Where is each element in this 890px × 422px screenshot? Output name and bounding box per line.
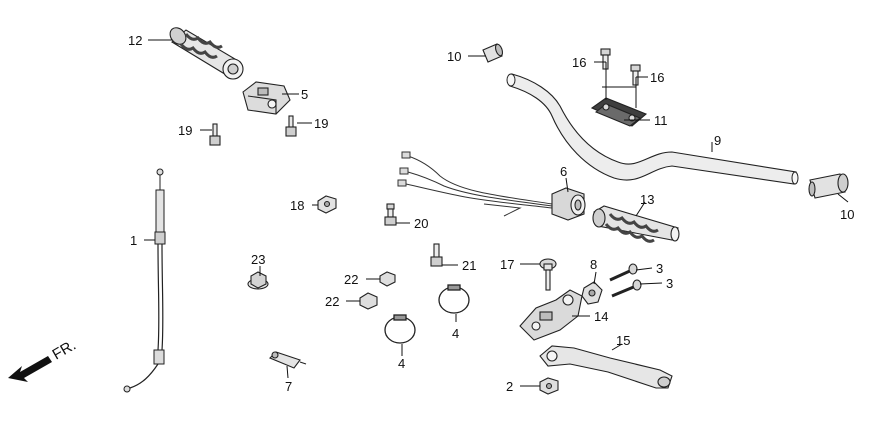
label-part-15: 15 bbox=[616, 333, 630, 348]
label-part-14: 14 bbox=[594, 309, 608, 324]
label-part-18: 18 bbox=[290, 198, 304, 213]
label-part-16-right: 16 bbox=[650, 70, 664, 85]
part-7-clutch-switch bbox=[269, 351, 307, 369]
part-3-screw-lower bbox=[611, 279, 642, 298]
label-part-9: 9 bbox=[714, 133, 721, 148]
label-part-11: 11 bbox=[654, 113, 668, 128]
part-17-pivot-bolt bbox=[539, 258, 557, 291]
label-part-17: 17 bbox=[500, 257, 514, 272]
part-5-switch-housing bbox=[242, 81, 291, 115]
label-part-20: 20 bbox=[414, 216, 428, 231]
label-part-13: 13 bbox=[640, 192, 654, 207]
part-14-lever-bracket bbox=[519, 289, 583, 341]
part-9-handlebar bbox=[506, 73, 799, 185]
part-10-bar-end-right bbox=[808, 173, 849, 199]
part-6-right-switch bbox=[551, 187, 586, 221]
part-10-bar-end-upper bbox=[482, 43, 504, 63]
part-22-nut-lower bbox=[359, 292, 378, 310]
part-2-nut bbox=[539, 377, 559, 395]
label-part-5: 5 bbox=[301, 87, 308, 102]
part-1-throttle-cable bbox=[123, 168, 166, 393]
label-part-22-lower: 22 bbox=[325, 294, 339, 309]
switch-wiring-harness bbox=[397, 151, 553, 217]
part-8-adjuster bbox=[581, 281, 603, 305]
label-part-2: 2 bbox=[506, 379, 513, 394]
part-21-bolt bbox=[430, 243, 443, 267]
label-part-6: 6 bbox=[560, 164, 567, 179]
part-22-nut-upper bbox=[379, 271, 396, 287]
part-4-clip-right bbox=[438, 284, 470, 314]
label-part-4-left: 4 bbox=[398, 356, 405, 371]
leader-lines bbox=[144, 39, 849, 387]
part-20-bolt bbox=[384, 203, 397, 226]
label-part-10-right: 10 bbox=[840, 207, 854, 222]
label-part-8: 8 bbox=[590, 257, 597, 272]
part-19-bolt-right bbox=[285, 115, 297, 137]
label-part-19-left: 19 bbox=[178, 123, 192, 138]
label-part-12: 12 bbox=[128, 33, 142, 48]
part-18-nut bbox=[317, 195, 337, 214]
label-part-10-upper: 10 bbox=[447, 49, 461, 64]
label-part-19-right: 19 bbox=[314, 116, 328, 131]
part-12-throttle-grip bbox=[169, 27, 244, 80]
part-15-lever bbox=[539, 345, 673, 389]
label-part-21: 21 bbox=[462, 258, 476, 273]
front-direction-label: FR. bbox=[50, 337, 79, 364]
label-part-22-upper: 22 bbox=[344, 272, 358, 287]
front-direction-arrow: FR. bbox=[8, 337, 79, 382]
label-part-16-left: 16 bbox=[572, 55, 586, 70]
part-19-bolt-left bbox=[209, 123, 221, 146]
label-part-3-lower: 3 bbox=[666, 276, 673, 291]
label-part-23: 23 bbox=[251, 252, 265, 267]
label-part-7: 7 bbox=[285, 379, 292, 394]
label-part-3-upper: 3 bbox=[656, 261, 663, 276]
part-11-handlebar-clamp bbox=[590, 97, 648, 127]
part-4-clip-left bbox=[384, 314, 416, 344]
label-part-1: 1 bbox=[130, 233, 137, 248]
label-part-4-right: 4 bbox=[452, 326, 459, 341]
part-number-labels: 12 5 19 19 10 16 16 11 9 10 6 13 1 18 20… bbox=[128, 33, 854, 394]
part-3-screw-upper bbox=[609, 263, 638, 282]
part-13-right-grip bbox=[592, 205, 680, 243]
part-23-nut bbox=[247, 271, 269, 290]
